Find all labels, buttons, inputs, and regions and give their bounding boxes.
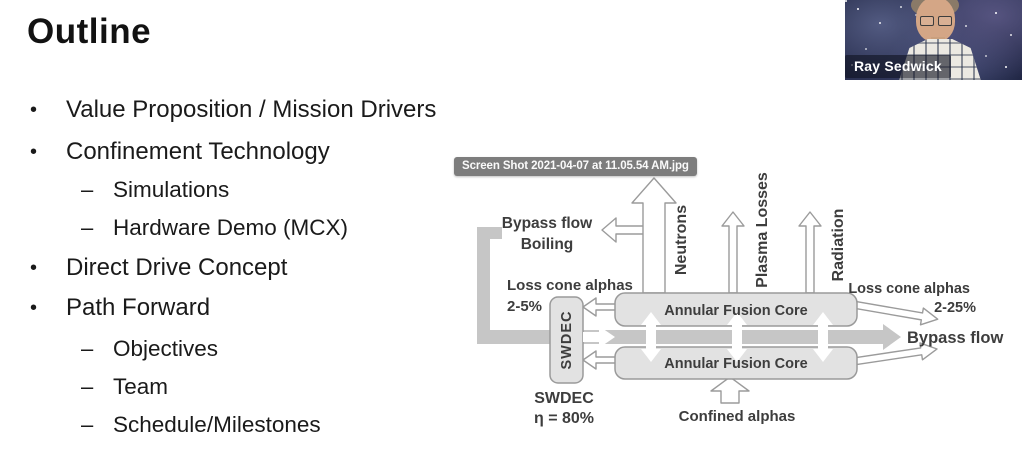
label-core-bottom: Annular Fusion Core (664, 356, 807, 372)
list-item-label: Simulations (113, 177, 230, 202)
list-item: – Schedule/Milestones (0, 406, 470, 444)
core-exchange-white-arrow (727, 312, 747, 362)
core-to-swdec-top-arrow (582, 297, 618, 317)
bullet-marker: • (30, 296, 38, 319)
label-swdec-caption-2: η = 80% (534, 410, 594, 427)
core-exchange-white-arrow (641, 312, 661, 362)
label-swdec-caption-1: SWDEC (534, 390, 594, 407)
dash-marker: – (81, 374, 94, 399)
webcam-video-thumbnail[interactable]: Ray Sedwick (845, 0, 1022, 80)
plasma-losses-up-arrow (721, 211, 745, 294)
list-item: – Objectives (0, 330, 470, 368)
list-item-label: Direct Drive Concept (66, 254, 288, 281)
list-item-label: Schedule/Milestones (113, 412, 321, 437)
screenshot-filename-tooltip: Screen Shot 2021-04-07 at 11.05.54 AM.jp… (454, 157, 697, 176)
label-neutrons: Neutrons (673, 205, 690, 275)
core-exchange-white-arrow (813, 312, 833, 362)
list-item-label: Path Forward (66, 294, 211, 321)
label-confined-alphas: Confined alphas (679, 408, 796, 425)
list-item-label: Value Proposition / Mission Drivers (66, 96, 437, 123)
label-bypass-flow-boiling-1: Bypass flow (502, 215, 593, 232)
glasses-icon (920, 16, 952, 26)
neutrons-up-arrow (631, 177, 677, 294)
dash-marker: – (81, 177, 94, 202)
list-item-label: Objectives (113, 336, 219, 361)
core-to-swdec-bottom-arrow (582, 350, 618, 370)
list-item: • Value Proposition / Mission Drivers (0, 91, 470, 129)
list-item: – Simulations (0, 171, 470, 209)
label-core-top: Annular Fusion Core (664, 303, 807, 319)
participant-name-badge: Ray Sedwick (845, 55, 951, 78)
label-loss-cone-right-2: 2-25% (934, 300, 976, 316)
presenter-face (916, 0, 955, 42)
label-bypass-flow-right: Bypass flow (907, 329, 1003, 347)
radiation-up-arrow (798, 211, 822, 294)
dash-marker: – (81, 412, 94, 437)
label-bypass-flow-boiling-2: Boiling (521, 236, 574, 253)
label-plasma-losses: Plasma Losses (754, 172, 771, 288)
bypass-pipe-elbow (477, 227, 502, 330)
dash-marker: – (81, 215, 94, 240)
label-swdec-box: SWDEC (559, 311, 575, 370)
bypass-pipe-arrow (477, 324, 901, 350)
confined-alphas-up-arrow (710, 376, 750, 404)
label-loss-cone-right-1: Loss cone alphas (848, 281, 970, 297)
loss-cone-right-bottom-arrow (848, 342, 938, 367)
list-item-label: Confinement Technology (66, 138, 330, 165)
list-item-label: Team (113, 374, 169, 399)
loss-cone-right-top-arrow (848, 299, 939, 326)
list-item: – Team (0, 368, 470, 406)
list-item: • Confinement Technology (0, 133, 470, 171)
list-item: • Direct Drive Concept (0, 249, 470, 287)
page-title: Outline (27, 12, 152, 51)
list-item: – Hardware Demo (MCX) (0, 209, 470, 247)
label-loss-cone-left-2: 2-5% (507, 298, 542, 315)
list-item: • Path Forward (0, 289, 470, 327)
label-radiation: Radiation (830, 209, 847, 282)
swdec-output-white-arrow (583, 326, 615, 348)
starfield-background (845, 0, 1022, 80)
list-item-label: Hardware Demo (MCX) (113, 215, 349, 240)
bullet-marker: • (30, 140, 38, 163)
bullet-marker: • (30, 98, 38, 121)
outline-list: • Value Proposition / Mission Drivers • … (0, 91, 470, 444)
dash-marker: – (81, 336, 94, 361)
label-loss-cone-left-1: Loss cone alphas (507, 277, 633, 294)
bullet-marker: • (30, 256, 38, 279)
